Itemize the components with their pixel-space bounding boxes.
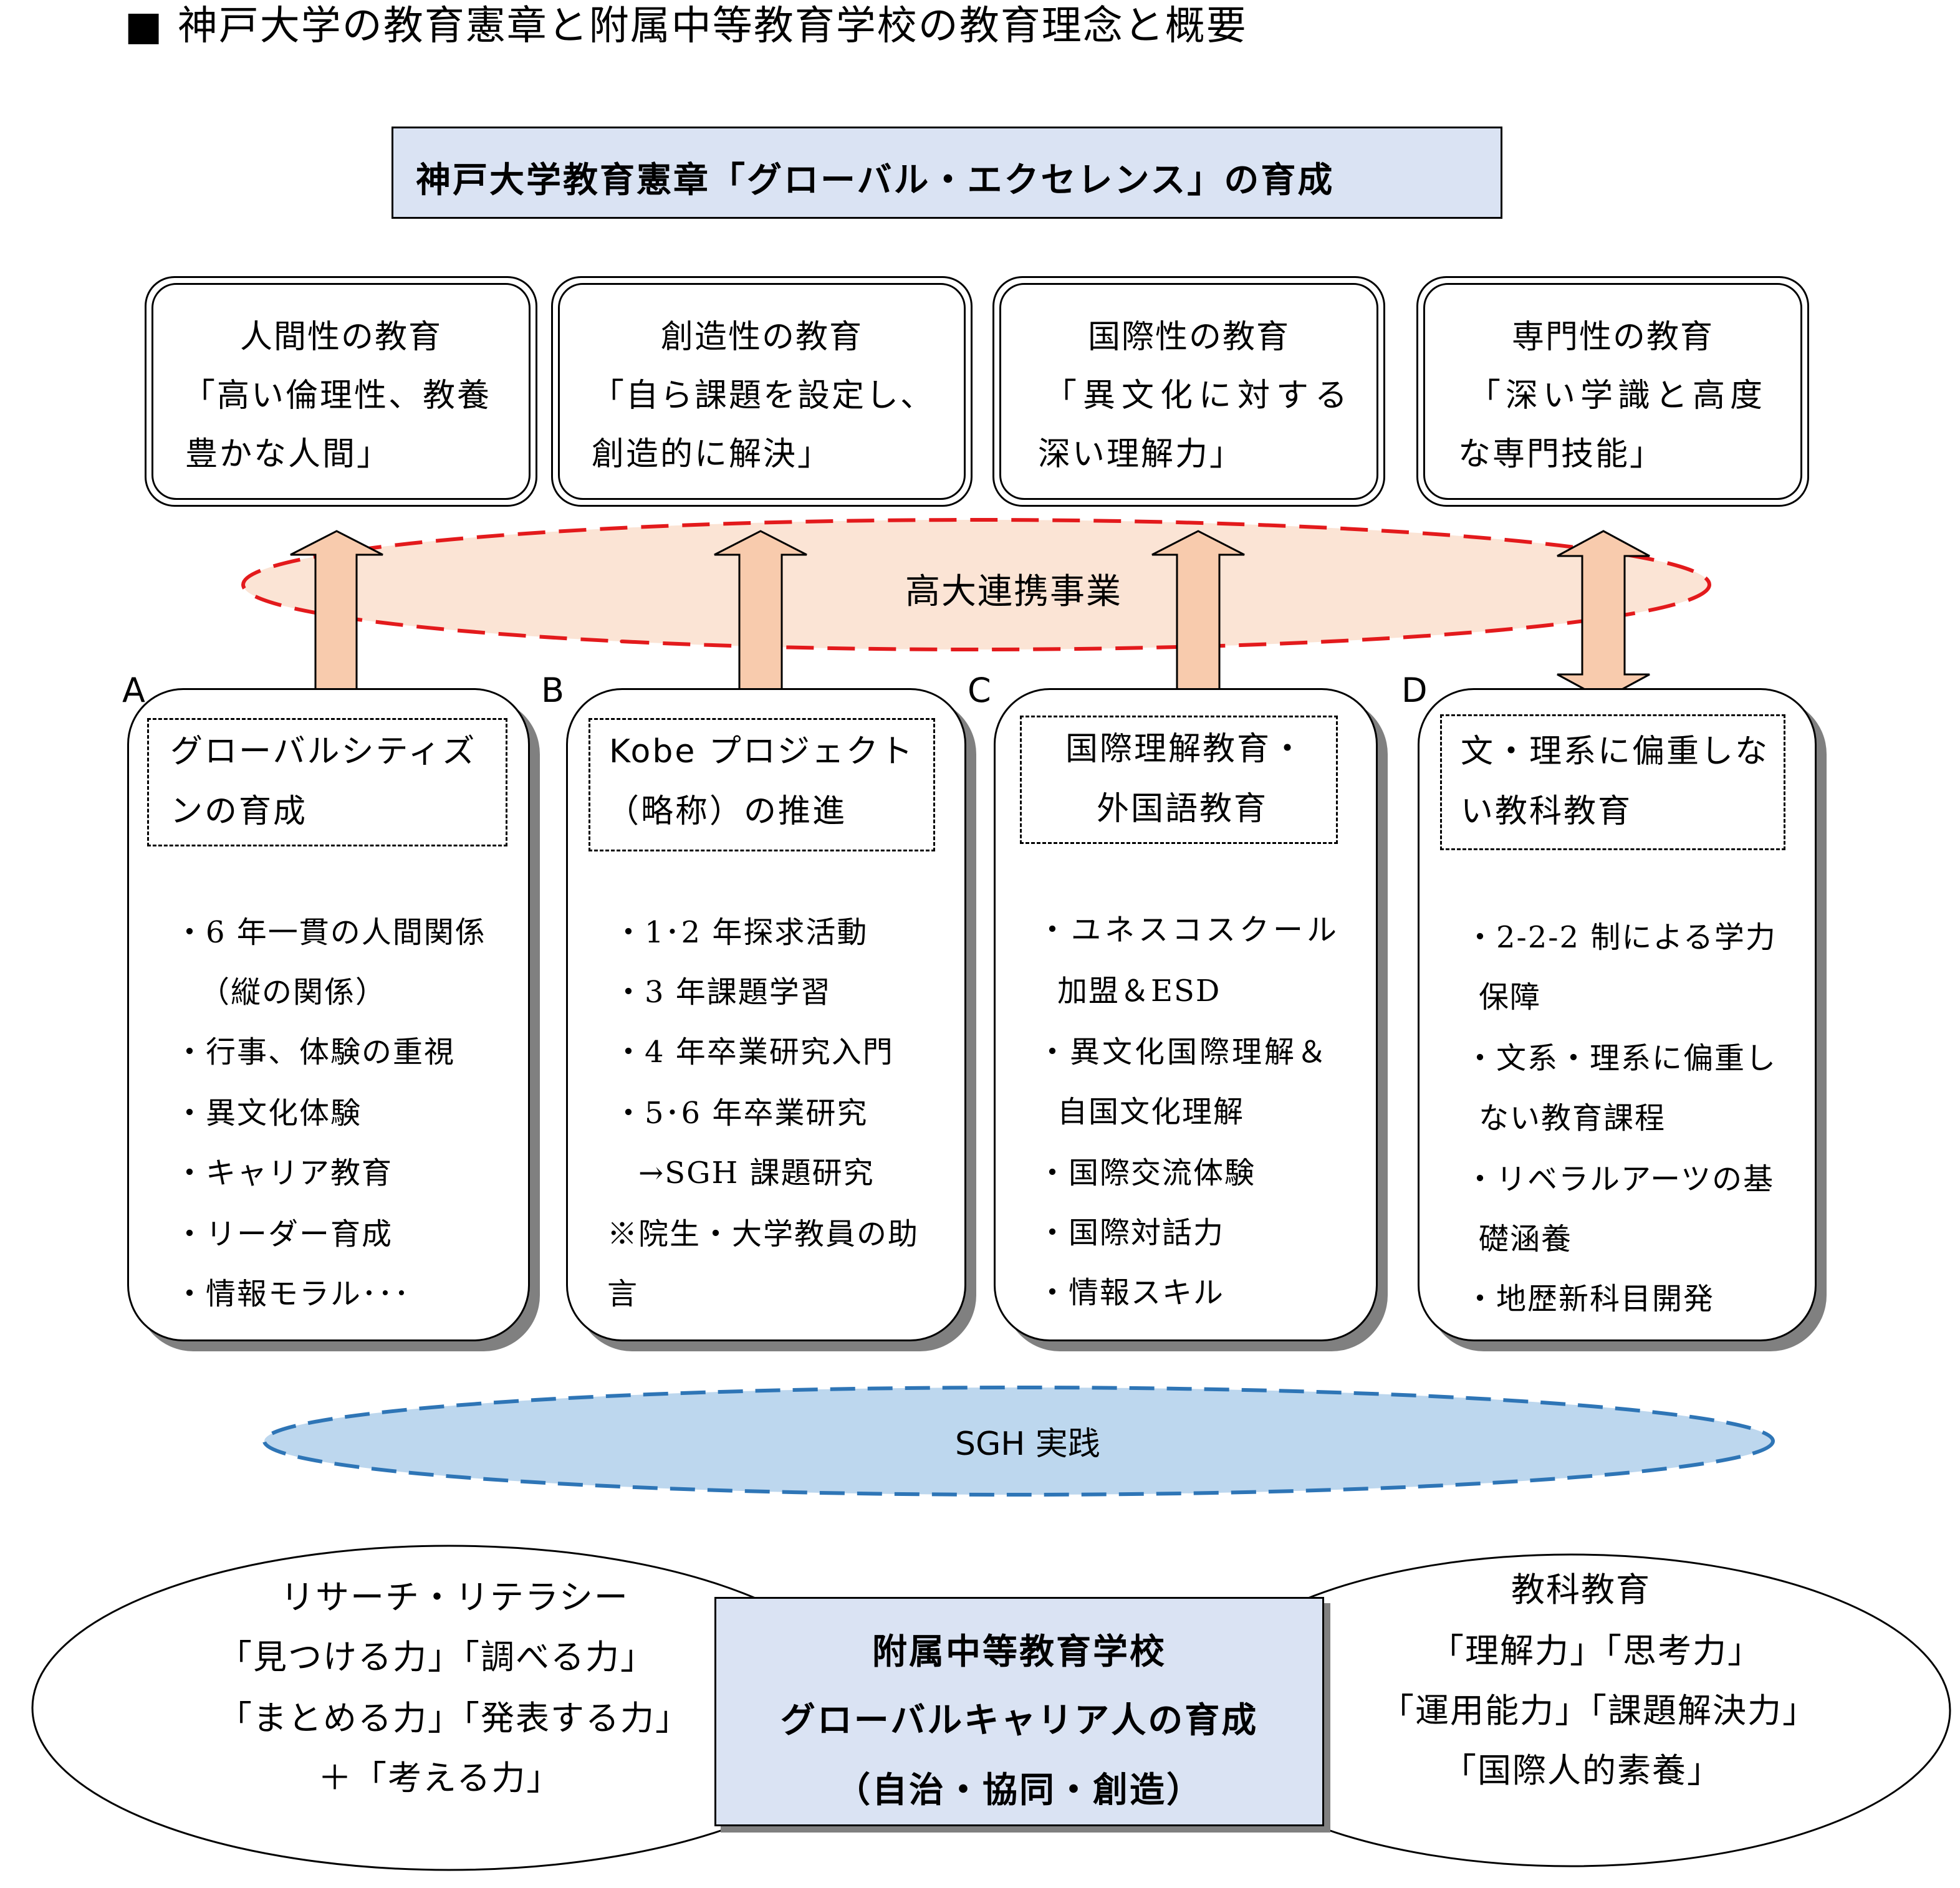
pillar-expertise: 専門性の教育 「深い学識と高度 な専門技能」 — [1416, 276, 1809, 507]
research-line: ＋「考える力」 — [318, 1758, 562, 1798]
column-item: 保障 — [1479, 980, 1542, 1015]
pillar-heading: 人間性の教育 — [239, 319, 442, 356]
pillar-line: 創造的に解決」 — [592, 436, 832, 473]
column-heading: 文・理系に偏重しな — [1461, 733, 1770, 770]
school-name: 附属中等教育学校 — [872, 1632, 1166, 1672]
column-b-heading-box: Kobe プロジェクト （略称）の推進 — [588, 718, 935, 851]
pillar-heading: 専門性の教育 — [1511, 319, 1714, 356]
pillar-line: 「高い倫理性、教養 — [183, 377, 492, 414]
sgh-label: SGH 実践 — [955, 1426, 1100, 1463]
column-item: ・6 年一貫の人間関係 — [175, 915, 486, 950]
pillar-line: 豊かな人間」 — [185, 436, 392, 473]
pillar-creativity: 創造性の教育 「自ら課題を設定し、 創造的に解決」 — [551, 276, 973, 507]
column-item: 言 — [607, 1277, 639, 1311]
column-item: ※院生・大学教員の助 — [607, 1217, 920, 1252]
column-item: ・4 年卒業研究入門 — [613, 1035, 894, 1070]
pillar-line: な専門技能」 — [1458, 436, 1665, 473]
column-item: ・リーダー育成 — [175, 1217, 393, 1252]
column-item: ・情報モラル･･･ — [175, 1277, 411, 1311]
column-heading: Kobe プロジェクト — [609, 733, 915, 770]
research-line: 「まとめる力」「発表する力」 — [218, 1699, 690, 1738]
pillar-line: 深い理解力」 — [1038, 436, 1244, 473]
column-item: ・ユネスコスクール — [1037, 913, 1341, 947]
arrow-a — [290, 530, 383, 692]
column-heading: （略称）の推進 — [607, 793, 847, 830]
school-goal: グローバルキャリア人の育成 — [780, 1700, 1259, 1741]
column-letter: C — [968, 671, 991, 710]
pillar-heading: 創造性の教育 — [660, 319, 863, 356]
column-letter: D — [1401, 671, 1428, 710]
column-heading: 外国語教育 — [1097, 790, 1269, 828]
column-item: ない教育課程 — [1479, 1101, 1666, 1136]
school-box: 附属中等教育学校 グローバルキャリア人の育成 （自治・協同・創造） — [714, 1597, 1324, 1826]
subject-title: 教科教育 — [1511, 1570, 1651, 1609]
column-heading: ンの育成 — [170, 793, 308, 830]
page-title: ■ 神戸大学の教育憲章と附属中等教育学校の教育理念と概要 — [125, 3, 1247, 49]
column-item: ・3 年課題学習 — [613, 975, 832, 1010]
column-item: ・2-2-2 制による学力 — [1465, 920, 1777, 955]
column-item: 礎涵養 — [1479, 1222, 1573, 1257]
column-item: ・キャリア教育 — [175, 1156, 393, 1191]
arrow-b — [714, 530, 807, 692]
subject-line: 「理解力」「思考力」 — [1430, 1631, 1762, 1670]
column-item: （縦の関係） — [199, 975, 387, 1010]
charter-title: 神戸大学教育憲章「グローバル・エクセレンス」の育成 — [416, 160, 1335, 201]
pillar-line: 「異文化に対する — [1044, 377, 1354, 414]
column-heading: 国際理解教育・ — [1065, 731, 1306, 768]
column-item: ・リベラルアーツの基 — [1465, 1162, 1775, 1197]
column-c-heading-box: 国際理解教育・ 外国語教育 — [1020, 716, 1338, 844]
sgh-ellipse — [262, 1386, 1775, 1497]
column-letter: B — [541, 671, 565, 710]
pillar-internationality: 国際性の教育 「異文化に対する 深い理解力」 — [992, 276, 1385, 507]
column-item: ・文系・理系に偏重し — [1465, 1041, 1777, 1076]
column-item: ・5･6 年卒業研究 — [613, 1096, 868, 1131]
column-a-heading-box: グローバルシティズ ンの育成 — [147, 718, 507, 846]
research-title: リサーチ・リテラシー — [281, 1578, 629, 1617]
pillar-line: 「自ら課題を設定し、 — [592, 377, 935, 414]
subject-line: 「運用能力」「課題解決力」 — [1380, 1691, 1817, 1730]
column-item: ・国際交流体験 — [1037, 1156, 1256, 1191]
partnership-label: 高大連携事業 — [905, 572, 1122, 612]
school-values: （自治・協同・創造） — [835, 1770, 1203, 1811]
column-item: ・異文化国際理解＆ — [1037, 1035, 1330, 1070]
column-item: ・国際対話力 — [1037, 1215, 1225, 1250]
column-item: ・異文化体験 — [175, 1096, 362, 1131]
column-item: 加盟＆ESD — [1057, 974, 1221, 1009]
column-item: →SGH 課題研究 — [638, 1156, 875, 1191]
column-heading: い教科教育 — [1461, 793, 1633, 830]
column-d-heading-box: 文・理系に偏重しな い教科教育 — [1440, 714, 1785, 850]
column-item: 自国文化理解 — [1057, 1095, 1245, 1129]
research-line: 「見つける力」「調べる力」 — [218, 1637, 655, 1677]
column-heading: グローバルシティズ — [170, 733, 477, 770]
charter-box: 神戸大学教育憲章「グローバル・エクセレンス」の育成 — [392, 127, 1502, 219]
column-item: ・地歴新科目開発 — [1465, 1282, 1715, 1316]
arrow-c — [1151, 530, 1245, 692]
pillar-line: 「深い学識と高度 — [1468, 377, 1768, 414]
column-item: ・行事、体験の重視 — [175, 1035, 456, 1070]
arrow-d — [1557, 530, 1650, 701]
pillar-humanity: 人間性の教育 「高い倫理性、教養 豊かな人間」 — [145, 276, 537, 507]
column-item: ・1･2 年探求活動 — [613, 915, 868, 950]
column-letter: A — [122, 671, 145, 710]
column-item: ・情報スキル — [1037, 1275, 1225, 1310]
partnership-ellipse — [241, 518, 1711, 651]
subject-line: 「国際人的素養」 — [1443, 1751, 1722, 1790]
pillar-heading: 国際性の教育 — [1087, 319, 1290, 356]
